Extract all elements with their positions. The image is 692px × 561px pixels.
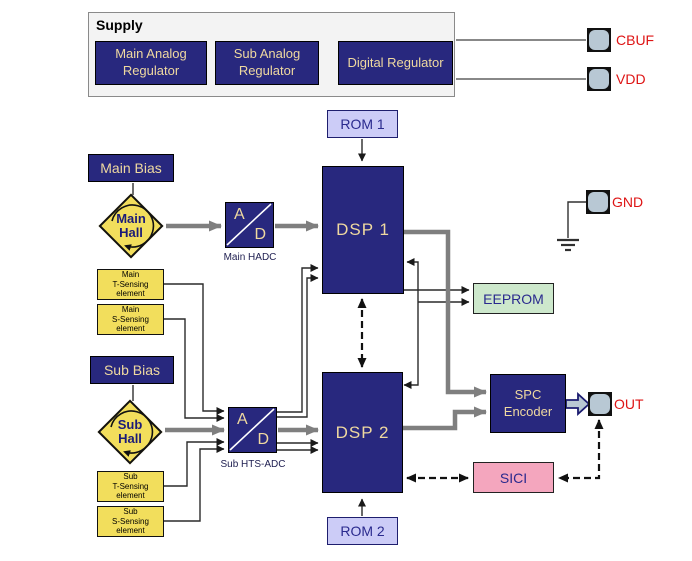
supply-pin-wires (456, 39, 586, 80)
eeprom-block: EEPROM (473, 283, 554, 314)
sub-bias-label: Sub Bias (103, 361, 161, 378)
sub-hall-block: Sub Hall (97, 399, 163, 465)
supply-title: Supply (96, 17, 143, 33)
adc-a-label: A (237, 411, 248, 428)
main-bias-label: Main Bias (100, 159, 162, 176)
cbuf-pin-label: CBUF (616, 32, 655, 48)
spc-out-block-arrow-icon (565, 391, 591, 417)
dsp2-block: DSP 2 (322, 372, 403, 493)
dsp1-label: DSP 1 (336, 220, 390, 239)
adc-diagonal-icon (229, 408, 275, 451)
wire-out-sici-dashed (558, 419, 604, 483)
digital-regulator-block: Digital Regulator (338, 41, 453, 85)
cbuf-pad-icon (587, 28, 611, 52)
main-t-sensing-block: Main T-Sensing element (97, 269, 164, 300)
main-hall-label: Main Hall (116, 211, 146, 240)
dsp2-label: DSP 2 (335, 422, 390, 442)
wire-mains-adc (163, 318, 225, 422)
wire-bus-dsp1 (406, 258, 419, 302)
main-hadc-label: Main HADC (223, 252, 277, 263)
out-pad-icon (588, 392, 612, 416)
wire-dsp2-spc (402, 406, 487, 431)
wire-dsp1-spc (404, 229, 487, 398)
digital-regulator-label: Digital Regulator (347, 54, 444, 70)
main-hadc-block: A D (225, 202, 274, 248)
rom2-label: ROM 2 (340, 523, 385, 539)
wire-gnd (567, 201, 586, 238)
ground-symbol-icon (557, 238, 579, 252)
rom1-label: ROM 1 (340, 116, 385, 132)
wire-subs-adc (163, 445, 225, 522)
sub-hts-adc-block: A D (228, 407, 277, 453)
main-bias-block: Main Bias (88, 154, 174, 182)
gnd-wire (567, 201, 586, 238)
main-analog-regulator-block: Main Analog Regulator (95, 41, 207, 85)
wire-subt-adc (163, 438, 225, 487)
out-pin-label: OUT (614, 396, 644, 412)
wire-adc-dsp1-a (277, 264, 319, 413)
gnd-pad-icon (586, 190, 610, 214)
spc-encoder-label: SPC Encoder (503, 386, 553, 419)
rom1-block: ROM 1 (327, 110, 398, 138)
adc-d-label: D (257, 431, 269, 449)
wire-maint-adc (163, 283, 225, 415)
rom2-block: ROM 2 (327, 517, 398, 545)
dsp1-block: DSP 1 (322, 166, 404, 294)
sici-label: SICI (499, 469, 528, 486)
gnd-pin-label: GND (612, 194, 644, 210)
sici-block: SICI (473, 462, 554, 493)
sub-hts-adc-label: Sub HTS-ADC (220, 459, 286, 470)
sub-bias-block: Sub Bias (90, 356, 174, 384)
sub-analog-regulator-label: Sub Analog Regulator (233, 46, 301, 78)
rotation-arrow-icon (110, 410, 154, 457)
main-s-sensing-block: Main S-Sensing element (97, 304, 164, 335)
vdd-pin-label: VDD (616, 71, 646, 87)
wire-bus-dsp2 (403, 302, 419, 389)
wire-adc-dsp1-b (277, 274, 319, 418)
adc-diagonal-icon (226, 203, 272, 246)
sub-hall-label: Sub Hall (117, 417, 143, 446)
sub-t-sensing-block: Sub T-Sensing element (97, 471, 164, 502)
main-analog-regulator-label: Main Analog Regulator (115, 46, 187, 78)
spc-encoder-block: SPC Encoder (490, 374, 566, 433)
rotation-arrow-icon (111, 204, 155, 251)
adc-a-label: A (234, 206, 245, 223)
vdd-pad-icon (587, 67, 611, 91)
main-hall-block: Main Hall (98, 193, 164, 259)
adc-d-label: D (254, 226, 266, 244)
eeprom-label: EEPROM (483, 290, 544, 307)
sub-s-sensing-block: Sub S-Sensing element (97, 506, 164, 537)
sub-analog-regulator-block: Sub Analog Regulator (215, 41, 319, 85)
